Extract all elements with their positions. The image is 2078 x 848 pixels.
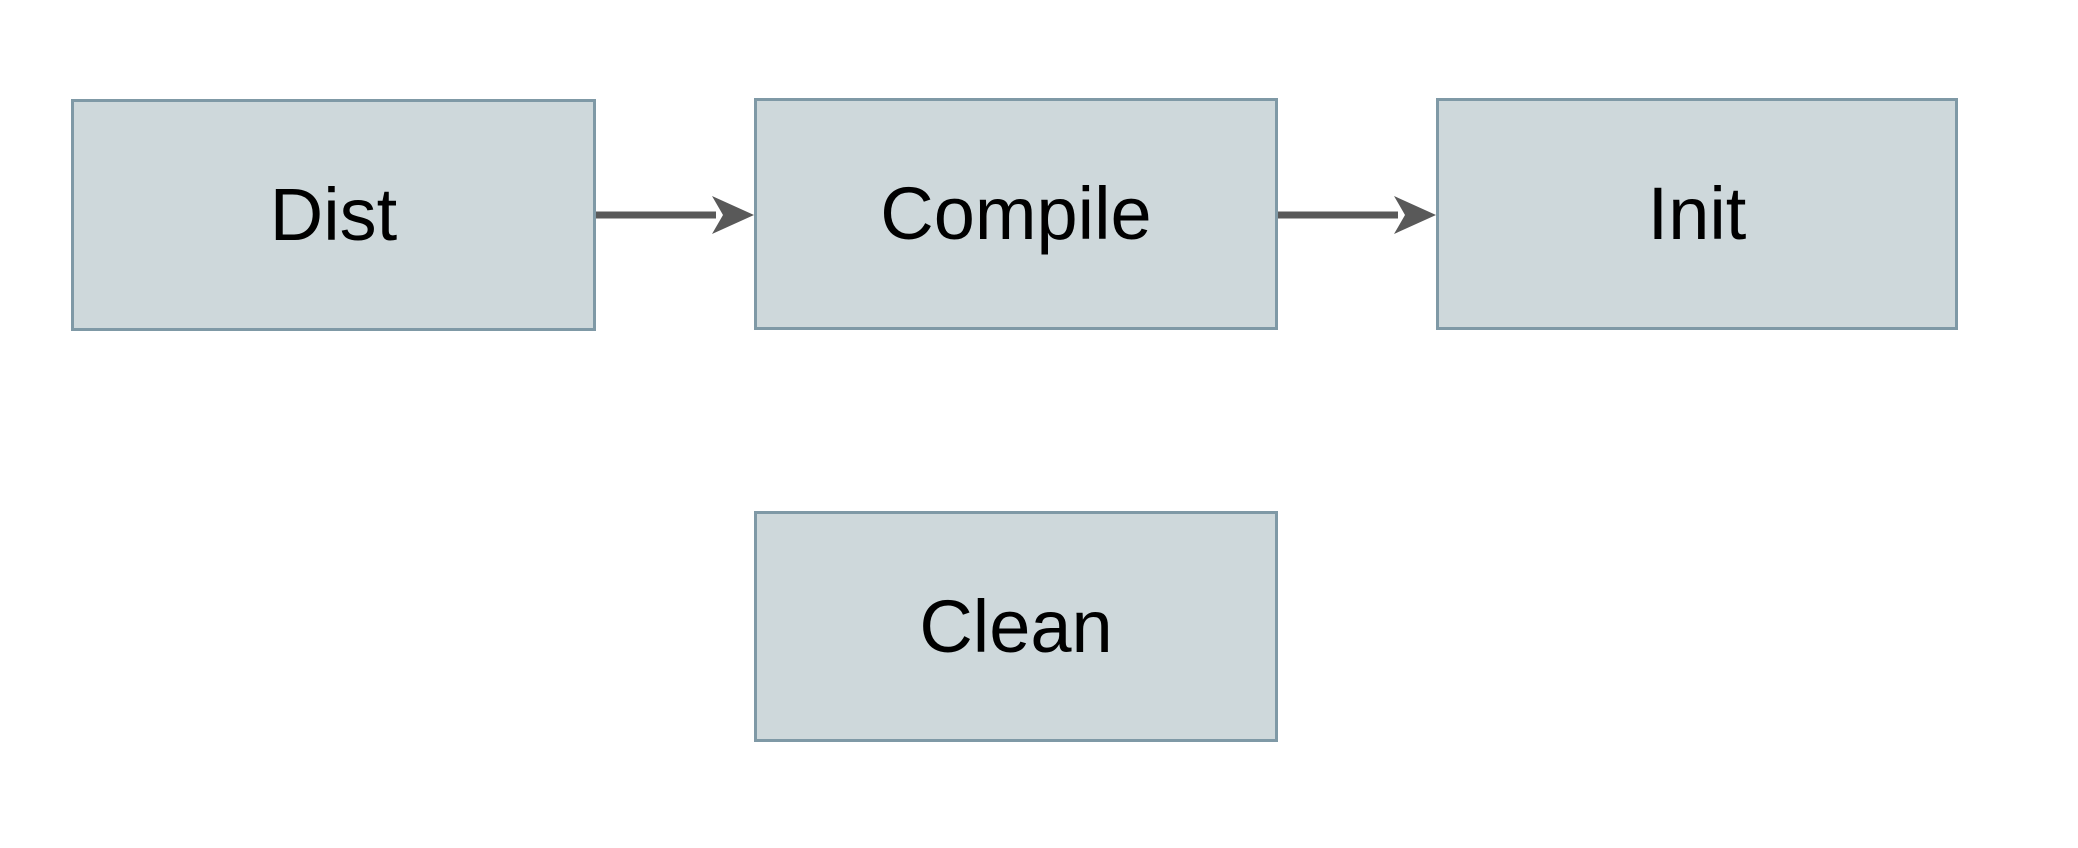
edge-compile-to-init[interactable] <box>1278 185 1436 245</box>
node-clean-label: Clean <box>919 584 1113 668</box>
arrowhead-icon <box>712 196 754 234</box>
node-compile-label: Compile <box>880 172 1152 255</box>
node-clean[interactable]: Clean <box>754 511 1278 742</box>
node-dist-label: Dist <box>269 173 398 256</box>
node-compile[interactable]: Compile <box>754 98 1278 330</box>
arrowhead-icon <box>1394 196 1436 234</box>
edge-dist-to-compile[interactable] <box>596 185 754 245</box>
node-dist[interactable]: Dist <box>71 99 596 331</box>
node-init[interactable]: Init <box>1436 98 1958 330</box>
node-init-label: Init <box>1647 172 1747 255</box>
